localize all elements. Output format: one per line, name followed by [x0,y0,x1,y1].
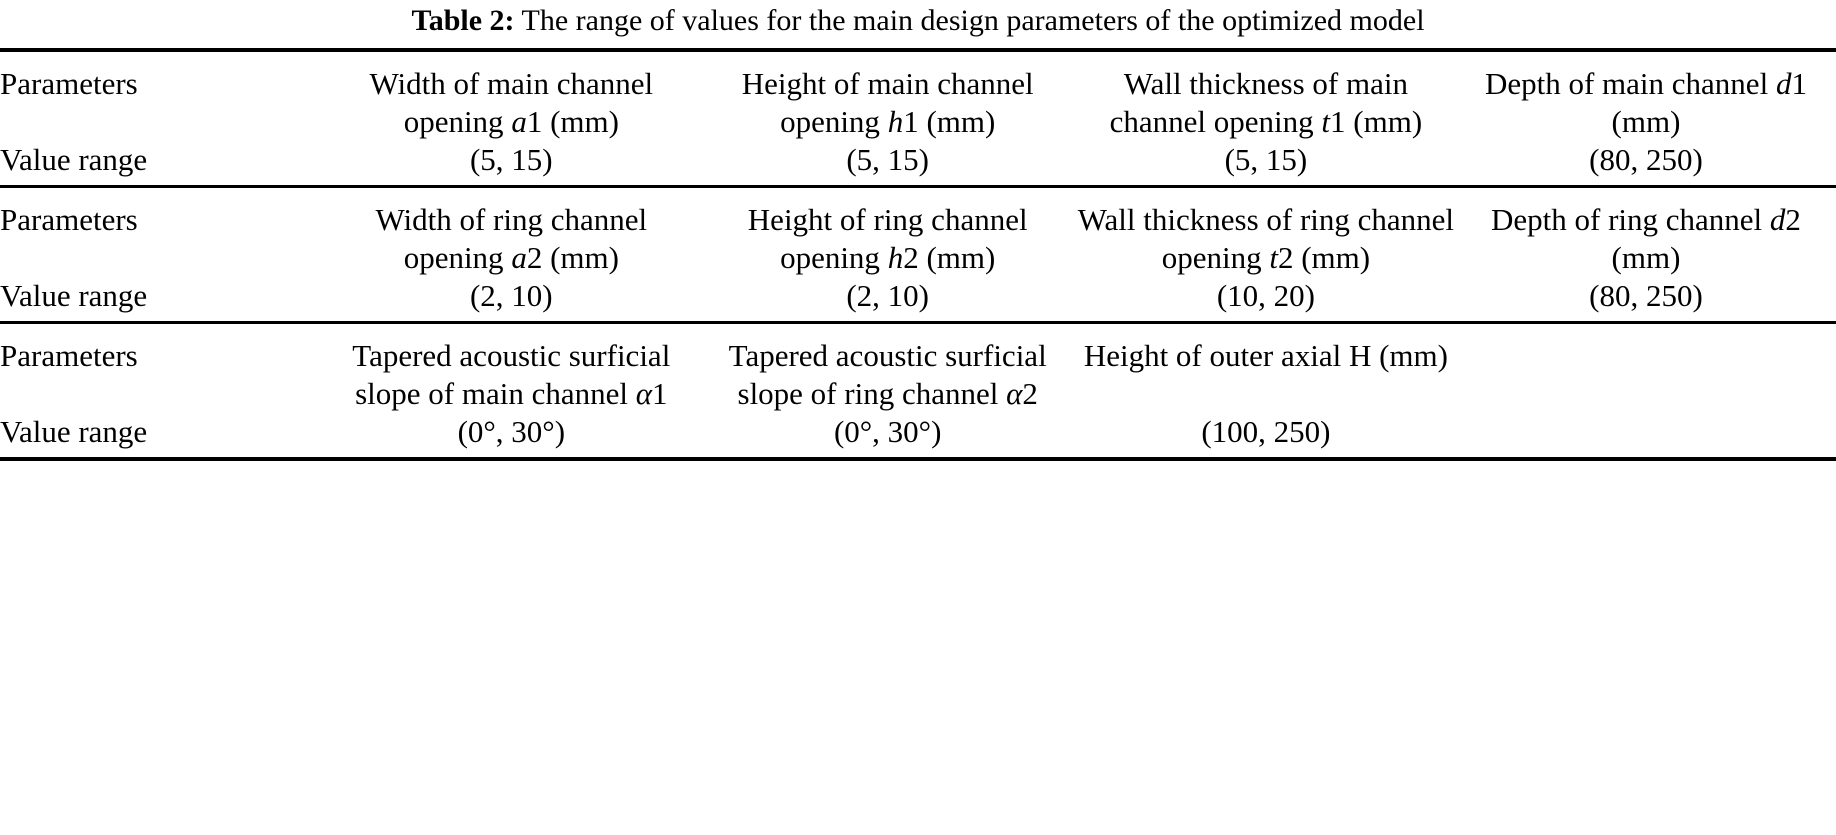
param-symbol: t [1269,240,1278,275]
table-mid-rule-2 [0,321,1836,324]
param-cell: Height of ring channel opening h2 (mm) [700,201,1076,277]
value-cell: (0°, 30°) [833,414,942,449]
table-bottom-rule [0,457,1836,461]
table-row: Value range (0°, 30°) (0°, 30°) (100, 25… [0,413,1836,451]
param-text-pre: Wall thickness of ring channel opening [1077,202,1455,275]
caption-text: The range of values for the main design … [521,4,1425,37]
row-label-value-range: Value range [0,414,148,449]
row-label-value-range: Value range [0,142,148,177]
param-cell: Height of outer axial H (mm) [1076,337,1456,413]
table-row: Value range (5, 15) (5, 15) (5, 15) (80,… [0,141,1836,179]
param-cell: Width of main channel opening a1 (mm) [323,65,699,141]
param-text-pre: Depth of main channel [1484,66,1776,101]
param-cell: Depth of ring channel d2 (mm) [1456,201,1836,277]
param-text-pre: Wall thickness of main channel opening [1109,66,1408,139]
table-block-1: Parameters Width of main channel opening… [0,65,1836,179]
table-block-3: Parameters Tapered acoustic surficial sl… [0,337,1836,451]
param-symbol: h [887,240,904,275]
param-cell: Wall thickness of main channel opening t… [1076,65,1456,141]
param-text-pre: Width of main channel opening [369,66,654,139]
block-1-top-gap [0,52,1836,65]
block-2-top-gap [0,188,1836,201]
table-mid-rule-1 [0,185,1836,188]
table-row: Parameters Tapered acoustic surficial sl… [0,337,1836,413]
param-cell: Width of ring channel opening a2 (mm) [323,201,699,277]
param-text-pre: Height of ring channel opening [747,202,1028,275]
row-label-parameters: Parameters [0,338,138,373]
value-cell: (5, 15) [469,142,553,177]
param-text-pre: Width of ring channel opening [375,202,648,275]
param-cell: Wall thickness of ring channel opening t… [1076,201,1456,277]
param-symbol: t [1321,104,1331,139]
param-symbol: d [1775,66,1792,101]
table-row: Parameters Width of main channel opening… [0,65,1836,141]
param-cell: Depth of main channel d1 (mm) [1456,65,1836,141]
param-symbol: α [1006,376,1023,411]
param-symbol: d [1769,202,1786,237]
row-label-parameters: Parameters [0,66,138,101]
caption-label: Table 2: [411,4,515,37]
param-cell: Tapered acoustic surficial slope of ring… [700,337,1076,413]
row-label-parameters: Parameters [0,202,138,237]
param-cell-empty [1456,337,1836,413]
value-cell: (0°, 30°) [457,414,566,449]
param-cell: Tapered acoustic surficial slope of main… [323,337,699,413]
value-cell: (5, 15) [1224,142,1308,177]
value-cell: (10, 20) [1216,278,1315,313]
value-cell: (100, 250) [1201,414,1331,449]
param-text-post: 2 (mm) [526,240,619,275]
param-symbol: a [511,240,527,275]
param-text-pre: Tapered acoustic surficial slope of ring… [728,338,1047,411]
param-text-post: 2 (mm) [1277,240,1371,275]
table-row: Parameters Width of ring channel opening… [0,201,1836,277]
row-label-value-range: Value range [0,278,148,313]
value-cell: (80, 250) [1589,278,1703,313]
param-symbol: a [511,104,527,139]
table-caption: Table 2: The range of values for the mai… [0,0,1836,48]
param-text-pre: Tapered acoustic surficial slope of main… [352,338,671,411]
value-cell: (80, 250) [1589,142,1703,177]
param-symbol: α [635,376,653,411]
value-cell: (5, 15) [846,142,930,177]
value-cell: (2, 10) [846,278,930,313]
param-text-post: 1 (mm) [1330,104,1423,139]
param-text-post: 1 (mm) [903,104,996,139]
param-text-pre: Depth of ring channel [1491,202,1770,237]
param-text-post: 1 [652,376,668,411]
value-cell-empty [1456,413,1836,451]
block-3-top-gap [0,324,1836,337]
table-top-rule [0,48,1836,52]
value-cell: (2, 10) [469,278,553,313]
param-text-post: 2 (mm) [1611,202,1801,275]
param-text-post: 1 (mm) [526,104,619,139]
param-text-post: 2 [1022,376,1038,411]
param-text-post: 2 (mm) [903,240,996,275]
table-row: Value range (2, 10) (2, 10) (10, 20) (80… [0,277,1836,315]
param-text-pre: Height of outer axial H (mm) [1083,338,1448,373]
param-symbol: h [887,104,904,139]
param-text-post: 1 (mm) [1611,66,1807,139]
param-cell: Height of main channel opening h1 (mm) [700,65,1076,141]
param-text-pre: Height of main channel opening [741,66,1034,139]
table-block-2: Parameters Width of ring channel opening… [0,201,1836,315]
